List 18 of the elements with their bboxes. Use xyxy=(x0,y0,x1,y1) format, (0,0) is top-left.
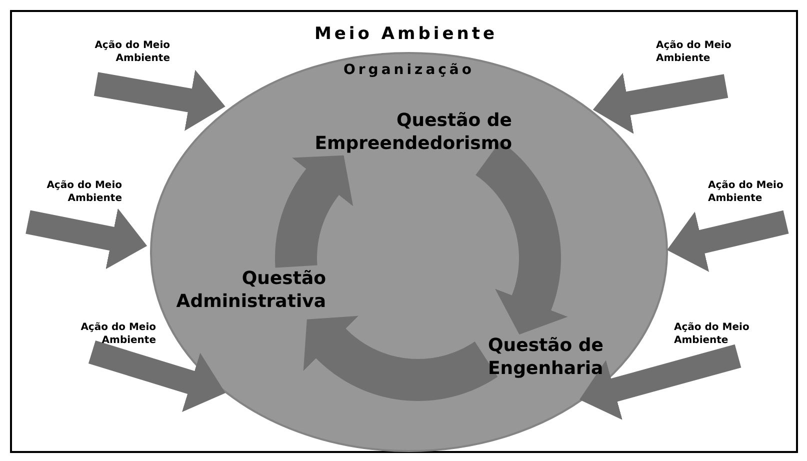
ellipse-title: Organização xyxy=(342,62,476,80)
arrow xyxy=(580,344,742,420)
arrow xyxy=(592,72,728,134)
edge-label: Ação do Meio Ambiente xyxy=(708,180,784,205)
node-label: Questão Administrativa xyxy=(175,268,326,313)
node-label: Questão de Engenharia xyxy=(488,335,605,380)
edge-label: Ação do Meio Ambiente xyxy=(80,322,156,347)
node-label: Questão de Empreendedorismo xyxy=(314,110,512,155)
environment-frame xyxy=(10,10,798,453)
arrow xyxy=(94,70,226,131)
edge-label: Ação do Meio Ambiente xyxy=(674,322,750,347)
edge-label: Ação do Meio Ambiente xyxy=(94,40,170,65)
arrow xyxy=(26,208,148,270)
edge-label: Ação do Meio Ambiente xyxy=(656,40,732,65)
arrow xyxy=(88,340,226,412)
arrow xyxy=(666,210,789,272)
edge-label: Ação do Meio Ambiente xyxy=(46,180,122,205)
frame-title: Meio Ambiente xyxy=(313,24,499,46)
